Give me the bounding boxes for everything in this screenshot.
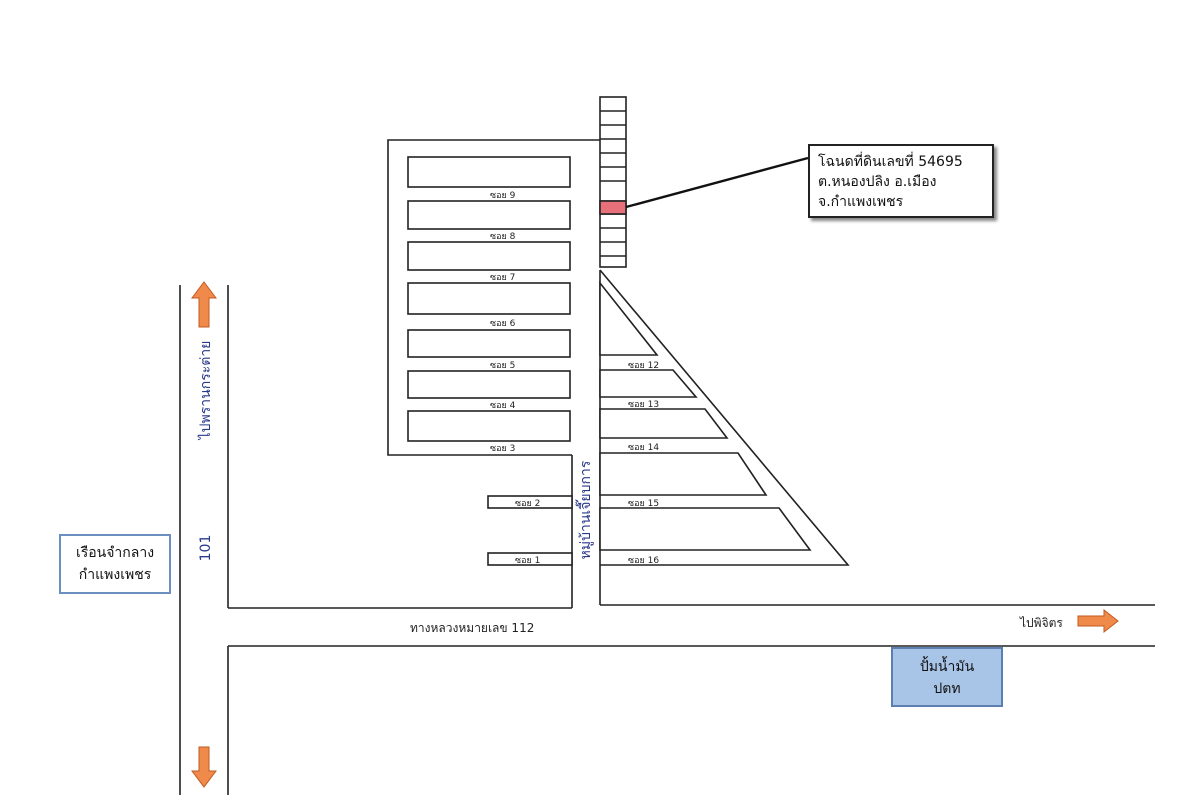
block-w4 xyxy=(407,282,571,315)
soi-2-label: ซอย 2 xyxy=(515,499,540,509)
prison-box: เรือนจำกลาง กำแพงเพชร xyxy=(59,534,171,594)
soi-15-label: ซอย 15 xyxy=(628,499,659,509)
soi-14-label: ซอย 14 xyxy=(628,443,659,453)
deed-subdistrict: ต.หนองปลิง อ.เมือง xyxy=(818,174,937,190)
block-e1 xyxy=(599,280,659,356)
block-w9 xyxy=(487,552,573,566)
gas-station-box: ปั้มน้ำมัน ปตท xyxy=(891,647,1003,707)
highway-112-label: ทางหลวงหมายเลข 112 xyxy=(410,621,534,635)
prison-line1: เรือนจำกลาง xyxy=(75,545,155,561)
block-w6 xyxy=(407,370,571,399)
soi-4-label: ซอย 4 xyxy=(490,401,516,411)
block-w7 xyxy=(407,410,571,442)
arrow-down-icon xyxy=(191,746,217,788)
block-e4 xyxy=(599,452,768,496)
soi-8-label: ซอย 8 xyxy=(490,232,516,242)
block-w5 xyxy=(407,329,571,358)
block-w2 xyxy=(407,200,571,230)
soi-13-label: ซอย 13 xyxy=(628,400,659,410)
soi-16-label: ซอย 16 xyxy=(628,556,659,566)
route-101-name: ไปพรานกระต่าย xyxy=(197,341,214,441)
route-101-number: 101 xyxy=(198,535,214,562)
block-w1 xyxy=(407,156,571,188)
gas-line2: ปตท xyxy=(933,681,961,697)
village-name: หมู่บ้านเจี๊ยบการ xyxy=(575,460,594,559)
deed-number: โฉนดที่ดินเลขที่ 54695 xyxy=(818,154,963,170)
deed-info-box: โฉนดที่ดินเลขที่ 54695 ต.หนองปลิง อ.เมือ… xyxy=(808,144,994,218)
gas-line1: ปั้มน้ำมัน xyxy=(919,659,975,675)
soi-12-label: ซอย 12 xyxy=(628,361,659,371)
east-diagonal-boundary xyxy=(599,269,850,566)
soi-5-label: ซอย 5 xyxy=(490,361,515,371)
block-w3 xyxy=(407,241,571,271)
block-e2 xyxy=(599,369,698,398)
to-phichit-label: ไปพิจิตร xyxy=(1019,616,1063,630)
block-e3 xyxy=(599,408,729,439)
block-e5 xyxy=(599,507,812,551)
soi-6-label: ซอย 6 xyxy=(490,319,516,329)
prison-line2: กำแพงเพชร xyxy=(78,567,152,583)
block-w8 xyxy=(487,495,573,509)
soi-9-label: ซอย 9 xyxy=(490,191,516,201)
soi-7-label: ซอย 7 xyxy=(490,273,515,283)
arrow-up-icon xyxy=(191,281,217,328)
soi-1-label: ซอย 1 xyxy=(515,556,540,566)
village-boundary xyxy=(387,139,600,456)
leader-line xyxy=(625,156,809,209)
deed-province: จ.กำแพงเพชร xyxy=(818,194,904,210)
plot-column xyxy=(599,96,627,268)
soi-3-label: ซอย 3 xyxy=(490,444,515,454)
highlighted-plot xyxy=(599,200,627,215)
arrow-right-icon xyxy=(1077,608,1119,634)
